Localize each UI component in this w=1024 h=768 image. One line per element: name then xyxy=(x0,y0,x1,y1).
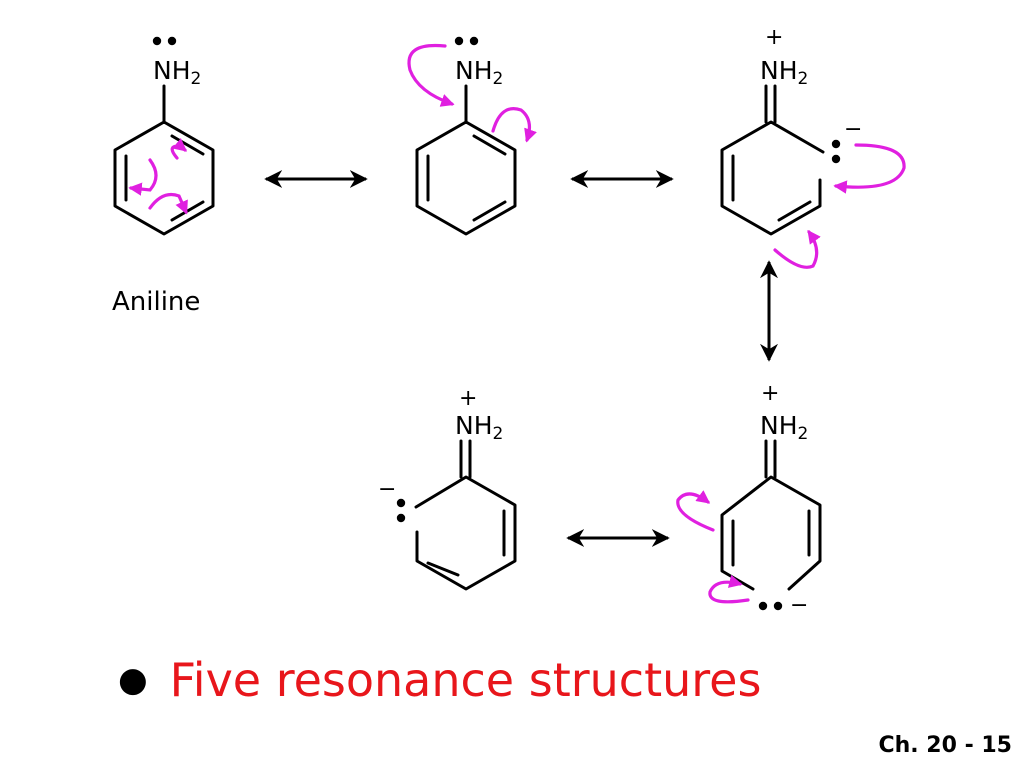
lone-pair-dot xyxy=(758,601,768,611)
lone-pair-dot xyxy=(773,601,783,611)
double-bond-inner xyxy=(170,200,205,222)
negative-charge: − xyxy=(844,117,862,142)
structure-4: + NH2 − xyxy=(676,381,822,618)
curly-arrow xyxy=(676,490,715,532)
ring xyxy=(414,475,517,591)
structure-5: + NH2 − xyxy=(378,386,517,591)
iminium-group-label: NH2 xyxy=(760,411,808,444)
bullet-dot: ● xyxy=(118,660,148,700)
benzene-ring xyxy=(415,120,517,236)
curly-arrow xyxy=(148,192,188,215)
curly-arrow xyxy=(407,43,455,107)
double-bond-inner xyxy=(472,200,507,222)
double-bond-inner xyxy=(426,561,460,577)
double-bond-inner xyxy=(472,134,507,156)
curly-arrow xyxy=(170,138,188,160)
curly-arrow xyxy=(833,143,906,194)
lone-pair-dot xyxy=(831,154,841,164)
lone-pair-dot xyxy=(396,513,406,523)
lone-pair-dot xyxy=(831,139,841,149)
aniline-label: Aniline xyxy=(112,287,200,317)
ring xyxy=(720,120,825,236)
structure-aniline: NH2 Aniline xyxy=(112,36,215,317)
ring xyxy=(720,475,822,591)
positive-charge: + xyxy=(765,25,783,50)
negative-charge: − xyxy=(378,477,396,502)
lone-pair-dot xyxy=(152,36,162,46)
lone-pair-dot xyxy=(396,498,406,508)
amine-group-label: NH2 xyxy=(153,56,201,89)
bullet-text: Five resonance structures xyxy=(169,653,762,707)
benzene-ring xyxy=(113,120,215,236)
double-bond-inner xyxy=(777,200,812,222)
negative-charge: − xyxy=(790,593,808,618)
iminium-group-label: NH2 xyxy=(760,56,808,89)
iminium-group-label: NH2 xyxy=(455,411,503,444)
lone-pair-dot xyxy=(454,36,464,46)
positive-charge: + xyxy=(459,386,477,411)
bullet-point: ● Five resonance structures xyxy=(118,650,761,710)
structure-2: NH2 xyxy=(407,36,537,236)
curly-arrow xyxy=(708,574,750,604)
positive-charge: + xyxy=(761,381,779,406)
amine-group-label: NH2 xyxy=(455,56,503,89)
curly-arrow xyxy=(128,158,158,196)
lone-pair-dot xyxy=(469,36,479,46)
structure-3: + NH2 − xyxy=(720,25,906,269)
curly-arrow xyxy=(491,107,537,143)
slide-number: Ch. 20 - 15 xyxy=(878,733,1012,758)
lone-pair-dot xyxy=(167,36,177,46)
curly-arrow xyxy=(773,229,821,269)
